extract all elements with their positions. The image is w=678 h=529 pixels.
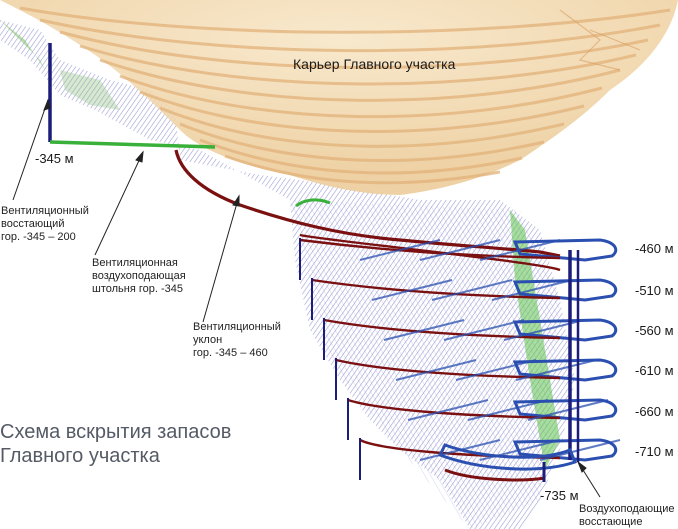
callout-line: уклон <box>193 334 223 346</box>
level-drift <box>299 238 618 280</box>
level-label-710: -710 м <box>635 444 674 459</box>
level-label-510: -510 м <box>635 283 674 298</box>
callout-line: гор. -345 – 460 <box>193 347 268 359</box>
callout-supply-raises: Воздухоподающие восстающие <box>579 503 674 529</box>
title-line-1: Схема вскрытия запасов <box>0 421 232 443</box>
vent-adit-345 <box>49 140 331 208</box>
level-label-560: -560 м <box>635 323 674 338</box>
level-label-660: -660 м <box>635 404 674 419</box>
open-pit <box>0 0 678 195</box>
title-line-2: Главного участка <box>0 445 160 467</box>
callout-line: Вентиляционный <box>1 205 89 217</box>
bottom-level-710 <box>437 443 578 482</box>
callout-line: воздухоподающая <box>92 270 186 282</box>
callout-line: гор. -345 – 200 <box>1 231 76 243</box>
callout-vent-adit: Вентиляционная воздухоподающая штольня г… <box>92 257 186 296</box>
callout-line: Вентиляционная <box>92 257 178 269</box>
level-drift <box>335 358 618 400</box>
ore-body <box>0 20 575 529</box>
supply-raises <box>568 250 580 462</box>
callout-line: восстающие <box>579 516 643 528</box>
level-label-460: -460 м <box>635 241 674 256</box>
level-drift <box>311 278 618 320</box>
callout-line: Воздухоподающие <box>579 503 675 515</box>
callout-vent-decline: Вентиляционный уклон гор. -345 – 460 <box>193 321 281 360</box>
leader-lines <box>12 98 601 498</box>
callout-line: Вентиляционный <box>193 321 281 333</box>
level-drifts <box>299 238 621 480</box>
level-735-label: -735 м <box>540 488 579 503</box>
level-drift <box>347 398 618 440</box>
level-label-610: -610 м <box>635 363 674 378</box>
pit-label: Карьер Главного участка <box>293 56 456 72</box>
scheme-title: Схема вскрытия запасов Главного участка <box>0 420 231 468</box>
level-345-label: -345 м <box>35 151 74 166</box>
level-drift <box>323 318 618 360</box>
callout-line: штольня гор. -345 <box>92 283 183 295</box>
callout-vent-raise: Вентиляционный восстающий гор. -345 – 20… <box>1 205 89 244</box>
callout-line: восстающий <box>1 218 65 230</box>
